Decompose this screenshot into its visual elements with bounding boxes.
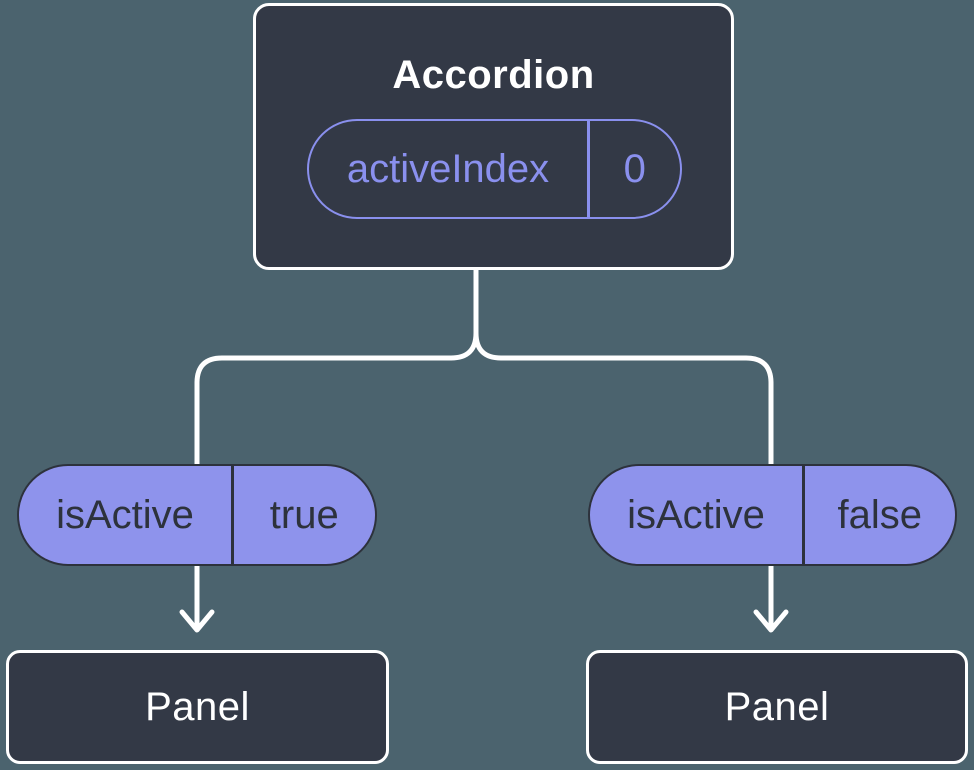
connector-branch-left [194, 265, 479, 627]
prop-pill-key: isActive [56, 492, 194, 537]
state-pill-activeindex: activeIndex 0 [307, 119, 682, 219]
connector-branch-right [473, 265, 774, 627]
accordion-node: Accordion activeIndex 0 [253, 3, 734, 270]
prop-pill-value: true [269, 492, 339, 537]
state-pill-value: 0 [623, 146, 646, 191]
prop-pill-value: false [837, 492, 923, 537]
prop-pill-isactive-true: isActive true [17, 464, 377, 566]
state-pill-divider [587, 121, 590, 217]
panel-node-label: Panel [724, 684, 830, 729]
panel-node-label: Panel [145, 684, 250, 729]
state-pill-key: activeIndex [346, 146, 550, 191]
panel-node-left: Panel [6, 650, 389, 764]
prop-pill-divider [231, 466, 234, 564]
arrowhead-down-icon [753, 609, 789, 633]
arrowhead-down-icon [179, 609, 215, 633]
prop-pill-isactive-false: isActive false [588, 464, 957, 566]
prop-pill-key: isActive [627, 492, 765, 537]
accordion-node-label: Accordion [392, 53, 595, 97]
prop-pill-divider [802, 466, 805, 564]
panel-node-right: Panel [586, 650, 968, 764]
